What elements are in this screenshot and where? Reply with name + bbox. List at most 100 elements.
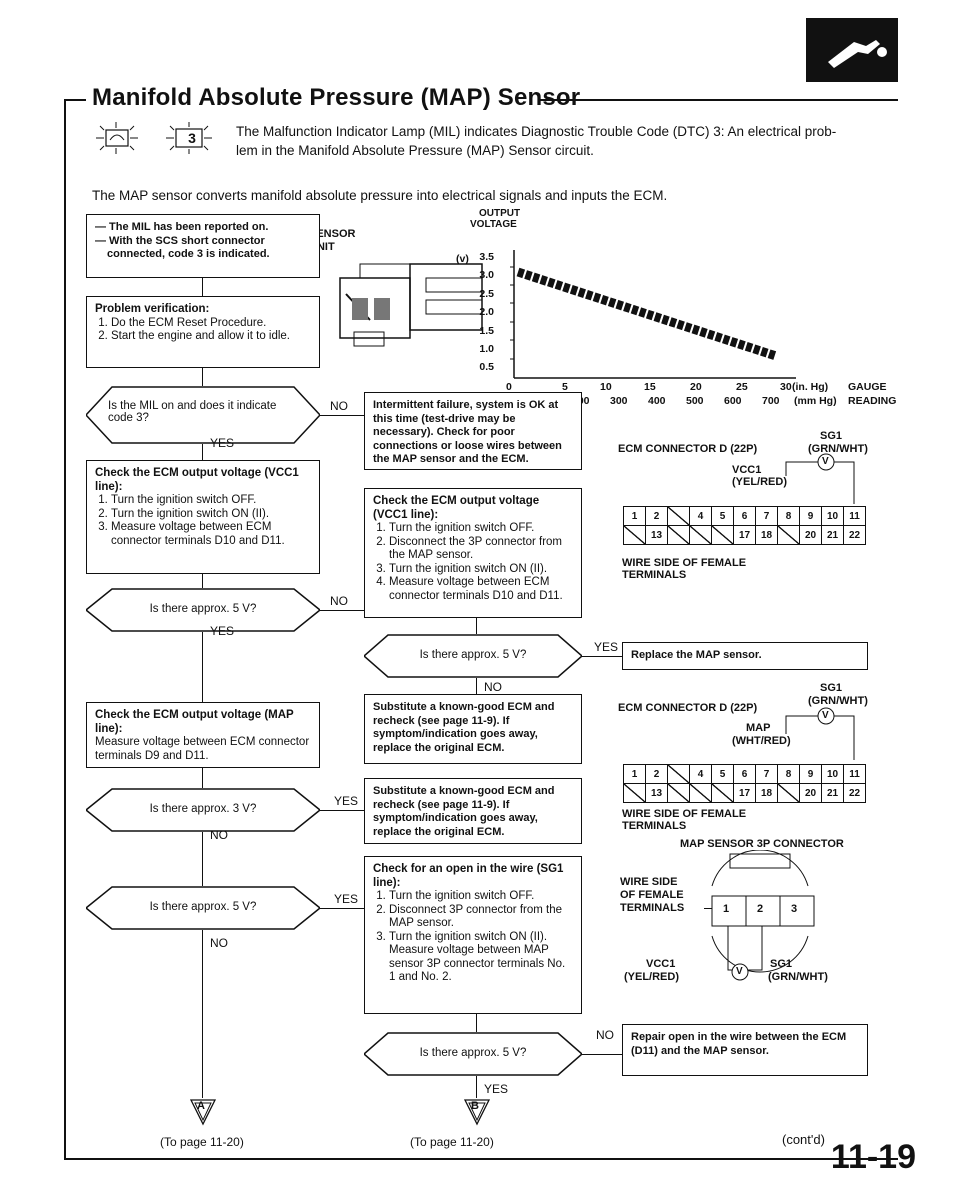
pin: 21 [821, 783, 844, 803]
ecm-conn-label-1: ECM CONNECTOR D (22P) [618, 443, 758, 455]
pin: 17 [733, 525, 756, 545]
box-step: Turn the ignition switch ON (II). Measur… [389, 931, 573, 985]
ecm-row2-a: 13 17 18 20 21 22 [623, 525, 866, 545]
pin: 13 [645, 525, 668, 545]
pin-blank [777, 525, 800, 545]
box-step: Measure voltage between ECM connector te… [111, 521, 311, 548]
pin-blank [667, 525, 690, 545]
flow-connector [582, 656, 622, 657]
yes-label: YES [334, 892, 359, 906]
flow-connector [476, 1014, 477, 1032]
pin-blank [667, 764, 690, 784]
pin: 2 [645, 506, 668, 526]
box-step: Do the ECM Reset Procedure. [111, 317, 311, 331]
page-frame-bottom [64, 1158, 898, 1160]
map-color: (WHT/RED) [732, 735, 791, 747]
x-tick-in: 15 [644, 381, 656, 393]
box-step: Start the engine and allow it to idle. [111, 330, 311, 344]
ecm-row1-b: 1 2 4 5 6 7 8 9 10 11 [623, 764, 866, 784]
flow-connector [320, 415, 364, 416]
box-step: Turn the ignition switch OFF. [111, 494, 311, 508]
pin: 5 [711, 506, 734, 526]
x-tick-mm: 300 [610, 395, 628, 407]
dtc-code-icon [160, 122, 220, 161]
flow-connector [476, 1076, 477, 1098]
pin: 4 [689, 764, 712, 784]
pin: 20 [799, 525, 822, 545]
dtc-text-line1: The Malfunction Indicator Lamp (MIL) ind… [236, 124, 837, 139]
dtc-text-line2: lem in the Manifold Absolute Pressure (M… [236, 143, 594, 158]
problem-verification-box: Problem verification: Do the ECM Reset P… [86, 296, 320, 368]
sg1-label-1: SG1 [820, 430, 843, 442]
y-tick: 3.0 [479, 269, 494, 282]
ref-a-icon [189, 1098, 217, 1131]
flow-connector [202, 574, 203, 588]
pin: 8 [777, 506, 800, 526]
box-step: Measure voltage between ECM connector te… [389, 576, 573, 603]
y-tick: 1.0 [479, 343, 494, 356]
no-label: NO [484, 680, 502, 694]
pin: 6 [733, 764, 756, 784]
leader-line [704, 908, 712, 909]
box-body: Measure voltage between ECM connector te… [95, 736, 310, 762]
sensor-label-1: SENSOR [309, 228, 356, 240]
pin-blank [667, 783, 690, 803]
pin-blank [623, 783, 646, 803]
voltmeter-icon [780, 450, 870, 515]
box-text: — The MIL has been reported on. [95, 221, 269, 233]
ref-a-label: A [197, 1100, 205, 1112]
ref-b-label: B [471, 1100, 479, 1112]
map-conn-label: MAP SENSOR 3P CONNECTOR [680, 838, 844, 850]
substitute-ecm-box-2: Substitute a known-good ECM and recheck … [364, 778, 582, 844]
y-tick: 2.0 [479, 306, 494, 319]
intermittent-box: Intermittent failure, system is OK at th… [364, 392, 582, 470]
wire-side-1a: WIRE SIDE OF FEMALE [622, 557, 747, 569]
reading-label: READING [848, 395, 897, 407]
sg1-color-3: (GRN/WHT) [768, 971, 828, 983]
ecm-conn-label-2: ECM CONNECTOR D (22P) [618, 702, 758, 714]
x-tick-in: 30 [780, 381, 792, 393]
pin: 18 [755, 525, 778, 545]
decision-5v-a-text: Is there approx. 5 V? [149, 603, 257, 615]
replace-map-box: Replace the MAP sensor. [622, 642, 868, 670]
pin-blank [711, 783, 734, 803]
ws-c: TERMINALS [620, 902, 685, 914]
pin-blank [689, 783, 712, 803]
no-label: NO [330, 399, 348, 413]
x-tick-mm: 600 [724, 395, 742, 407]
no-label: NO [596, 1028, 614, 1042]
pin: 21 [821, 525, 844, 545]
ref-b-icon [463, 1098, 491, 1131]
flow-connector [202, 1000, 203, 1098]
vcc1-color-1: (YEL/RED) [732, 476, 787, 488]
flow-connector [202, 768, 203, 788]
mil-lamp-icon [90, 122, 146, 161]
pin: 1 [623, 506, 646, 526]
pin-blank [667, 506, 690, 526]
voltmeter-v: V [822, 710, 829, 721]
intro-text: The MAP sensor converts manifold absolut… [92, 188, 668, 203]
sensor-unit-drawing [330, 250, 500, 355]
check-vcc1-box: Check the ECM output voltage (VCC1 line)… [86, 460, 320, 574]
wire-side-1b: TERMINALS [622, 569, 687, 581]
flow-connector [202, 278, 203, 296]
to-page-a: (To page 11-20) [160, 1135, 244, 1149]
ws-a: WIRE SIDE [620, 876, 678, 888]
flow-connector [320, 610, 364, 611]
box-step: Turn the ignition switch OFF. [389, 890, 573, 904]
to-page-b: (To page 11-20) [410, 1135, 494, 1149]
pin-blank [777, 783, 800, 803]
box-text: connected, code 3 is indicated. [107, 248, 270, 260]
x-tick-mm: 400 [648, 395, 666, 407]
pin: 1 [623, 764, 646, 784]
pin-blank [689, 525, 712, 545]
pin: 13 [645, 783, 668, 803]
pin: 20 [799, 783, 822, 803]
sg1-label-3: SG1 [770, 958, 793, 970]
flow-connector [202, 632, 203, 702]
repair-open-box: Repair open in the wire between the ECM … [622, 1024, 868, 1076]
flow-connector [320, 810, 364, 811]
x-tick-mm: 700 [762, 395, 780, 407]
page-number: 11-19 [830, 1138, 916, 1176]
pin: 8 [777, 764, 800, 784]
